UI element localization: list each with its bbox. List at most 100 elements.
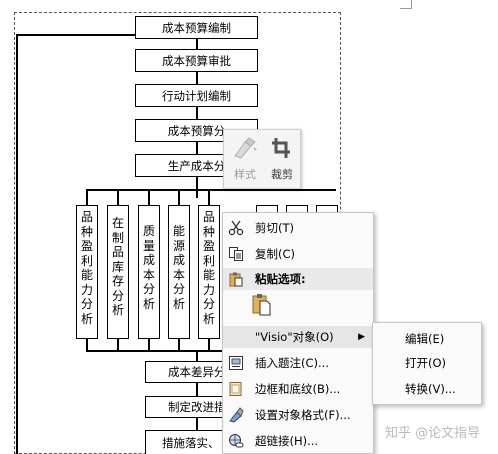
merge-rise-4 [178,339,180,351]
char: 析 [202,311,215,326]
mini-toolbar: 样式 裁剪 [223,129,301,189]
menu-item-format-object[interactable]: 设置对象格式(F)... [223,404,373,426]
clipboard-paste-icon [252,294,271,316]
menu-item-label: 超链接(H)... [255,434,319,448]
branch-drop-3 [148,189,150,206]
char: 成 [172,253,185,267]
menu-paste-options-header: 粘贴选项: [223,268,373,290]
char: 力 [202,282,215,297]
char: 种 [80,224,93,239]
char: 力 [80,282,93,297]
menu-item-copy[interactable]: 复制(C) [223,243,373,265]
analysis-box-5: 品种盈利能力分析 [198,205,220,339]
crop-label: 裁剪 [271,168,293,181]
loop-line-left [16,34,18,454]
branch-line-h [86,189,336,191]
char: 库 [111,259,124,274]
flow-box-label: 措施落实、 [162,435,220,450]
char: 析 [172,296,185,311]
char: 分 [172,282,185,296]
char: 盈 [202,239,215,253]
char: 本 [142,267,155,282]
flow-box-improve: 制定改进措 [145,396,237,418]
menu-item-label: 插入题注(C)... [255,356,329,370]
menu-item-borders-shading[interactable]: 边框和底纹(B)... [223,378,373,400]
paste-options-label: 粘贴选项: [255,272,306,286]
menu-item-insert-caption[interactable]: 插入题注(C)... [223,352,373,374]
style-button[interactable]: 样式 [227,134,263,186]
borders-icon [229,382,242,396]
char: 品 [111,245,124,259]
menu-item-label: 剪切(T) [255,221,294,235]
crop-icon [272,138,290,158]
char: 存 [111,274,124,288]
paste-keep-source-button[interactable] [251,292,275,318]
char: 分 [80,297,93,311]
page-corner-mark [411,0,412,8]
branch-drop-4 [178,189,180,206]
char: 质 [142,224,155,238]
branch-drop-5 [208,189,210,206]
analysis-box-3: 质量成本分析 [138,205,160,339]
flow-box-budget-approval: 成本预算审批 [135,49,258,72]
char: 源 [172,238,185,253]
spine-line [196,38,198,198]
watermark: 知乎 @论文指导 [385,426,481,441]
analysis-box-4: 能源成本分析 [168,205,190,339]
style-icon [234,137,257,159]
char: 利 [202,253,215,268]
crop-button[interactable]: 裁剪 [264,134,300,186]
merge-line-h [86,350,236,352]
visio-submenu: 编辑(E) 打开(O) 转换(V)... [372,322,482,405]
menu-item-label: "Visio"对象(O) [255,330,334,344]
hyperlink-icon [229,434,244,448]
char: 能 [172,224,185,238]
flow-box-action-plan: 行动计划编制 [135,84,258,107]
style-label: 样式 [234,168,256,181]
flow-box-label: 生产成本分 [167,158,226,173]
submenu-item-convert[interactable]: 转换(V)... [373,378,481,400]
submenu-item-open[interactable]: 打开(O) [373,352,481,374]
submenu-item-label: 打开(O) [405,356,447,370]
merge-rise-2 [117,339,119,351]
bottom-link-1 [196,383,198,397]
menu-item-label: 设置对象格式(F)... [255,408,351,422]
flow-box-implement: 措施落实、 [145,430,237,454]
merge-rise-5 [208,339,210,351]
submenu-item-label: 编辑(E) [405,332,445,346]
char: 析 [142,296,155,311]
char: 制 [111,230,124,245]
flow-box-label: 行动计划编制 [162,88,231,103]
char: 析 [80,311,93,326]
flow-box-label: 成本差异分 [168,365,226,379]
char: 利 [80,253,93,268]
flow-box-variance: 成本差异分 [145,361,237,383]
menu-item-label: 边框和底纹(B)... [255,382,341,396]
insert-caption-icon [229,356,243,370]
merge-rise-3 [148,339,150,351]
char: 分 [111,288,124,303]
analysis-box-1: 品种盈利能力分析 [76,205,98,339]
page-corner-mark-h [400,8,412,9]
char: 本 [172,267,185,282]
flow-box-label: 成本预算编制 [162,20,231,35]
clipboard-icon [229,272,243,287]
context-menu: 剪切(T) 复制(C) 粘贴选项: "Visio"对象(O) ▶ [222,212,374,454]
char: 成 [142,253,155,267]
char: 析 [111,303,124,317]
submenu-item-label: 转换(V)... [405,382,456,396]
merge-down [196,350,198,362]
branch-drop-1 [86,189,88,206]
char: 能 [202,268,215,282]
menu-item-visio-object[interactable]: "Visio"对象(O) ▶ [223,326,373,348]
char: 分 [202,297,215,311]
menu-item-hyperlink[interactable]: 超链接(H)... [223,430,373,452]
submenu-arrow-icon: ▶ [358,332,365,342]
char: 品 [80,210,93,224]
menu-item-label: 复制(C) [255,247,296,261]
char: 盈 [80,239,93,253]
submenu-item-edit[interactable]: 编辑(E) [373,328,481,350]
menu-item-cut[interactable]: 剪切(T) [223,217,373,239]
bottom-link-2 [196,418,198,430]
char: 分 [142,282,155,296]
